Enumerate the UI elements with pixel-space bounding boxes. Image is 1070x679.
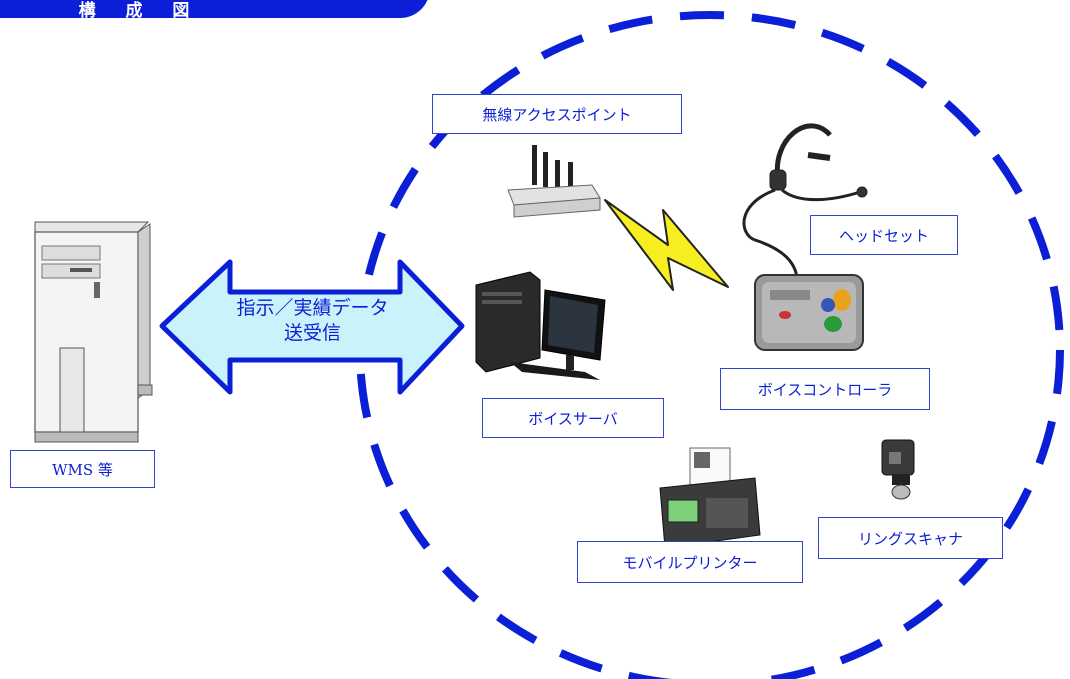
access-point-icon [507, 145, 601, 218]
voice-controller-label: ボイスコントローラ [720, 368, 930, 410]
headset-label: ヘッドセット [810, 215, 958, 255]
voice-server-pc-icon [475, 271, 606, 380]
data-transfer-label-line2: 送受信 [283, 322, 341, 344]
mobile-printer-label: モバイルプリンター [577, 541, 803, 583]
data-transfer-label-line1: 指示／実績データ [236, 297, 389, 319]
network-boundary [356, 11, 1064, 679]
headset-icon [742, 123, 868, 279]
wms-server-label: WMS 等 [10, 450, 155, 488]
server-tower-icon [34, 221, 153, 443]
data-transfer-arrow [159, 259, 465, 395]
title-tab [0, 0, 430, 18]
mobile-printer-icon [659, 447, 761, 549]
wireless-signal-icon [604, 199, 729, 291]
voice-server-label: ボイスサーバ [482, 398, 664, 438]
voice-controller-icon [754, 274, 864, 351]
page-title: 構 成 図 [78, 1, 202, 21]
ring-scanner-label: リングスキャナ [818, 517, 1003, 559]
ring-scanner-icon [881, 439, 915, 500]
access-point-label: 無線アクセスポイント [432, 94, 682, 134]
data-transfer-label: 指示／実績データ 送受信 [205, 296, 420, 346]
